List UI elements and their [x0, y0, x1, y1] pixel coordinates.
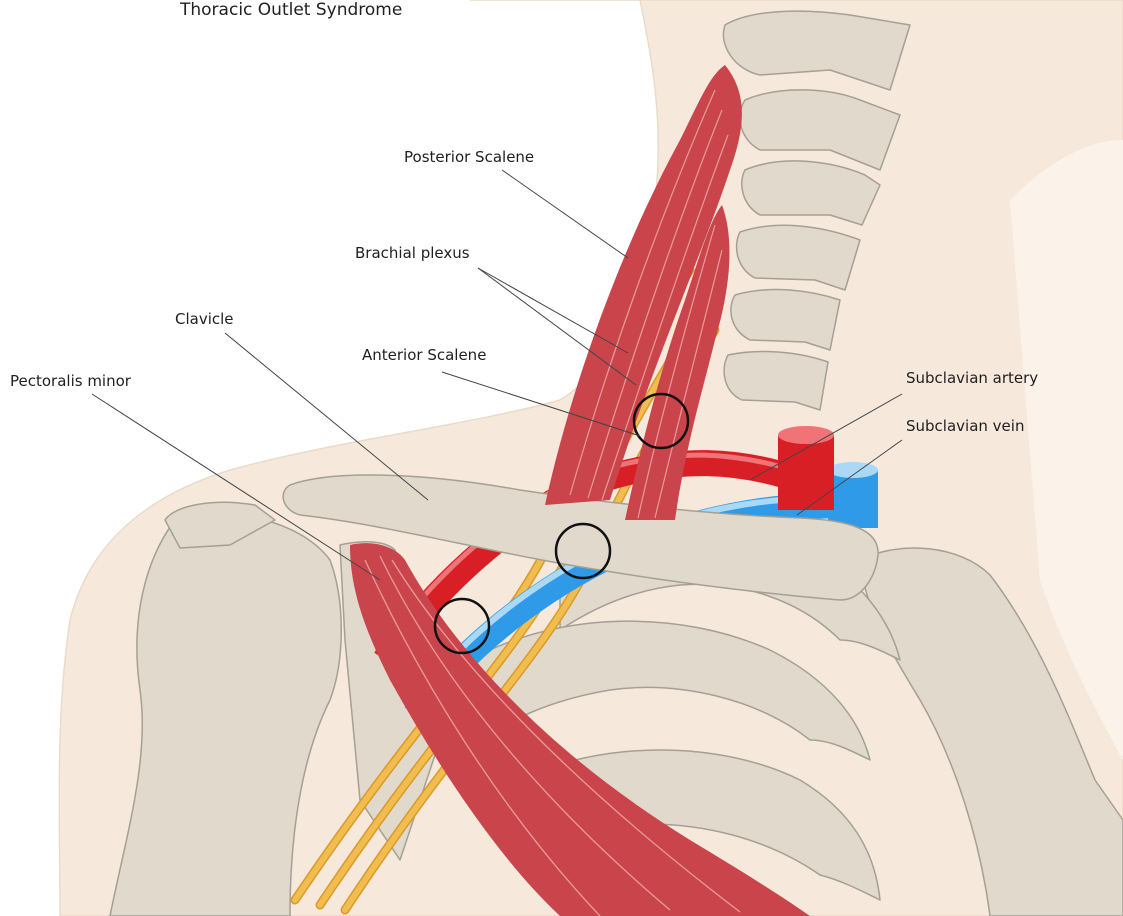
- leader-posterior-scalene: [502, 170, 628, 258]
- label-subclavian-vein: Subclavian vein: [906, 419, 1024, 434]
- diagram-title: Thoracic Outlet Syndrome: [180, 2, 402, 19]
- label-brachial-plexus: Brachial plexus: [355, 246, 470, 261]
- label-posterior-scalene: Posterior Scalene: [404, 150, 534, 165]
- label-subclavian-artery: Subclavian artery: [906, 371, 1038, 386]
- label-anterior-scalene: Anterior Scalene: [362, 348, 486, 363]
- label-pectoralis-minor: Pectoralis minor: [10, 374, 131, 389]
- label-clavicle: Clavicle: [175, 312, 234, 327]
